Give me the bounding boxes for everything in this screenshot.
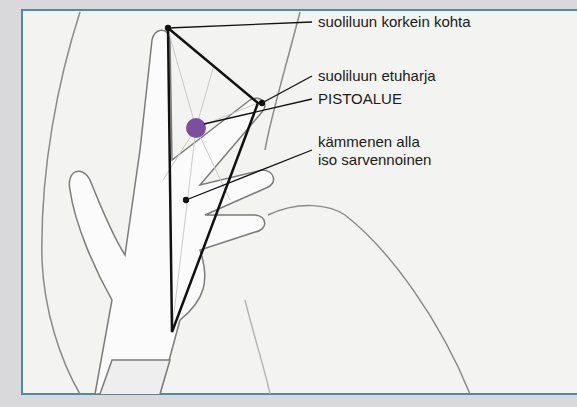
body-outline — [42, 12, 470, 394]
landmark-label: kämmenen alla iso sarvennoinen — [318, 133, 442, 169]
leader-lines — [166, 22, 313, 203]
landmark-label: suoliluun etuharja — [318, 67, 436, 85]
radiating-lines — [163, 30, 258, 330]
panel-frame — [22, 10, 577, 394]
site-label: PISTOALUE — [318, 90, 402, 108]
injection-site-dot — [186, 118, 206, 138]
injection-triangle — [168, 28, 258, 332]
landmark-label: suoliluun korkein kohta — [318, 13, 471, 31]
